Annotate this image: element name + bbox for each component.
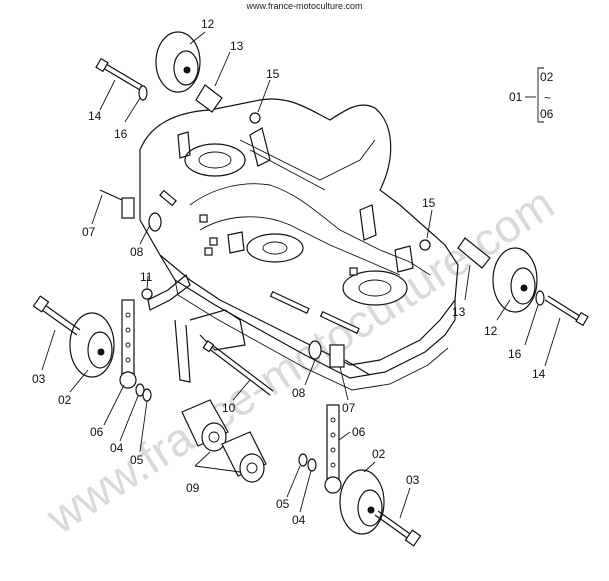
callout-03-left: 03: [32, 372, 46, 386]
callout-14-top: 14: [88, 109, 102, 123]
center-spindle-housing: [246, 233, 304, 263]
mower-deck: [139, 98, 459, 391]
pivot-bracket-left: [99, 189, 162, 232]
callout-14-right: 14: [532, 367, 546, 381]
legend-range-end: 06: [540, 107, 554, 121]
anti-scalp-roller-2: [221, 431, 267, 483]
callout-16-top: 16: [114, 127, 128, 141]
anti-scalp-roller-1: [181, 399, 229, 452]
callout-04-left: 04: [110, 441, 124, 455]
legend-group-number: 01: [509, 90, 523, 104]
nut-11: [141, 288, 153, 300]
group-legend: 01 02 ~ 06: [509, 67, 554, 123]
nut-05-right: [298, 453, 308, 467]
nut-05-left: [142, 388, 152, 402]
callout-07-right: 07: [342, 401, 356, 415]
callout-15-right: 15: [422, 196, 436, 210]
gauge-wheel-rear-right: [492, 247, 538, 313]
nut-top-left: [249, 112, 261, 124]
gauge-wheel-top-left: [155, 31, 201, 93]
nut-right: [419, 239, 431, 251]
callout-13-top: 13: [230, 39, 244, 53]
right-spindle-housing: [342, 270, 408, 306]
callout-13-right: 13: [452, 305, 466, 319]
callout-02-right: 02: [372, 447, 386, 461]
legend-range-tilde: ~: [544, 91, 551, 105]
callout-05-left: 05: [130, 453, 144, 467]
callout-10: 10: [222, 401, 236, 415]
watermark-text: www.france-motoculture.com: [36, 177, 563, 544]
washer-right: [535, 290, 545, 306]
callout-03-right: 03: [406, 473, 420, 487]
bolt-front-left: [32, 295, 81, 336]
wheel-post-left: [119, 299, 137, 389]
site-url: www.france-motoculture.com: [246, 1, 363, 11]
link-arm-left: [147, 274, 191, 311]
callout-12-right: 12: [484, 324, 498, 338]
callout-16-right: 16: [508, 347, 522, 361]
pivot-bracket-right: [308, 340, 371, 376]
callout-11: 11: [140, 270, 153, 284]
callout-02-left: 02: [58, 393, 72, 407]
gauge-wheel-front-left: [69, 312, 115, 378]
callout-07-left: 07: [82, 225, 96, 239]
wheel-post-right: [324, 404, 342, 494]
callout-08-right: 08: [292, 386, 306, 400]
rod-10: [202, 340, 274, 396]
callout-06-right: 06: [352, 425, 366, 439]
bolt-front-right: [374, 510, 422, 547]
callout-06-left: 06: [90, 425, 104, 439]
bolt-right: [544, 295, 589, 327]
washer-04-right: [307, 458, 317, 472]
callout-12-top: 12: [201, 17, 215, 31]
callout-15-top: 15: [266, 67, 280, 81]
callout-05-right: 05: [276, 497, 290, 511]
left-spindle-housing: [184, 143, 246, 177]
spacer-right: [457, 237, 491, 269]
spacer-top-left: [195, 84, 223, 113]
leader-lines: [41, 31, 561, 519]
gauge-wheel-front-right: [339, 469, 385, 535]
callout-04-right: 04: [292, 513, 306, 527]
callout-labels: 12 13 15 14 16 07 08 11 03 02 06 04 05 1…: [32, 17, 546, 527]
callout-08-left: 08: [130, 245, 144, 259]
legend-range-start: 02: [540, 70, 554, 84]
bolt-top-left: [95, 57, 144, 91]
callout-09: 09: [186, 481, 200, 495]
washer-top-left: [138, 85, 148, 101]
